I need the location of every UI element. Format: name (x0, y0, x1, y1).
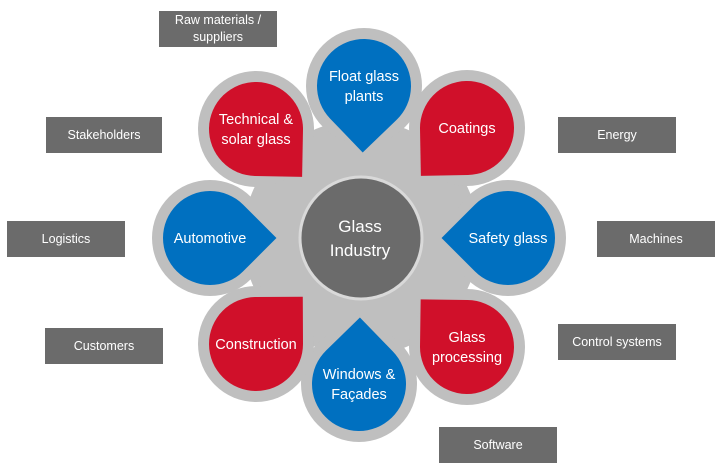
petal-label-safety-glass: Safety glass (469, 231, 548, 247)
petal-safety-glass (441, 191, 555, 285)
petal-glass-processing (420, 299, 514, 394)
box-stakeholders: Stakeholders (46, 117, 162, 153)
petal-shape-technical-solar-glass (209, 82, 303, 177)
petal-windows-facades (312, 317, 406, 431)
box-machines: Machines (597, 221, 715, 257)
box-control-systems: Control systems (558, 324, 676, 360)
petal-construction (209, 296, 303, 391)
petal-shape-automotive (163, 191, 277, 285)
box-raw-materials: Raw materials / suppliers (159, 11, 277, 47)
box-software: Software (439, 427, 557, 463)
petal-automotive (163, 191, 277, 285)
petal-label-technical-solar-glass: Technical &solar glass (219, 112, 293, 148)
box-energy: Energy (558, 117, 676, 153)
box-logistics: Logistics (7, 221, 125, 257)
petal-shape-windows-facades (312, 317, 406, 431)
petal-shape-construction (209, 296, 303, 391)
petal-float-glass (317, 39, 411, 153)
petal-shape-safety-glass (441, 191, 555, 285)
center-circle (298, 175, 424, 301)
petal-label-construction: Construction (215, 337, 296, 353)
petal-shape-glass-processing (420, 299, 514, 394)
petal-coatings (420, 81, 514, 176)
petal-label-coatings: Coatings (438, 121, 495, 137)
petal-shape-float-glass (317, 39, 411, 153)
petal-shape-coatings (420, 81, 514, 176)
petal-label-windows-facades: Windows &Façades (323, 367, 396, 403)
petal-technical-solar-glass (209, 82, 303, 177)
petal-label-automotive: Automotive (174, 231, 247, 247)
box-customers: Customers (45, 328, 163, 364)
